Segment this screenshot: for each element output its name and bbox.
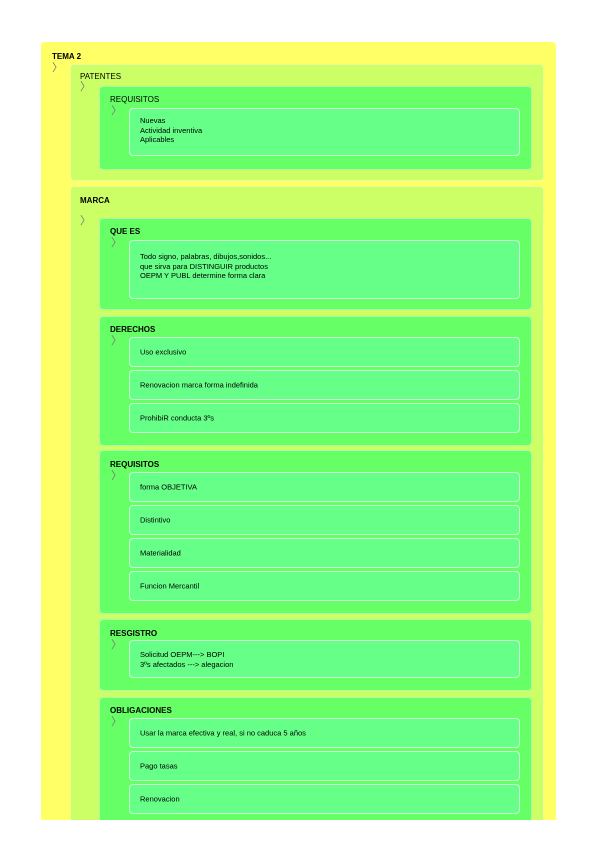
registro-content[interactable]: Solicitud OEPM---> BOPI 3ºs afectados --… <box>129 640 520 678</box>
marca-requisitos-title: REQUISITOS <box>110 460 160 469</box>
list-item: Todo signo, palabras, dibujos,sonidos... <box>140 252 272 261</box>
list-item-label: Distintivo <box>140 515 171 525</box>
derechos-item[interactable]: Uso exclusivo <box>129 337 520 367</box>
derechos-item[interactable]: ProhibiR conducta 3ºs <box>129 403 520 433</box>
chevron-right-icon[interactable]: 〉 <box>80 81 91 93</box>
tema-title: TEMA 2 <box>52 52 82 61</box>
list-item: Actividad inventiva <box>140 125 203 135</box>
derechos-item[interactable]: Renovacion marca forma indefinida <box>129 370 520 400</box>
list-item-label: Pago tasas <box>140 761 178 771</box>
list-item: 3ºs afectados ---> alegacion <box>140 659 234 669</box>
obligaciones-item[interactable]: Pago tasas <box>129 751 520 781</box>
derechos-title: DERECHOS <box>110 325 156 334</box>
list-item-label: Renovacion marca forma indefinida <box>140 380 258 390</box>
list-item: OEPM Y PUBL determine forma clara <box>140 271 266 280</box>
chevron-right-icon[interactable]: 〉 <box>111 237 122 249</box>
que-es-content[interactable]: Todo signo, palabras, dibujos,sonidos...… <box>129 240 520 299</box>
obligaciones-item[interactable]: Renovacion <box>129 784 520 814</box>
requisitos-item[interactable]: Funcion Mercantil <box>129 571 520 601</box>
obligaciones-item[interactable]: Usar la marca efectiva y real, si no cad… <box>129 718 520 748</box>
list-item: Aplicables <box>140 135 175 144</box>
list-item: que sirva para DISTINGUIR productos <box>140 261 268 271</box>
requisitos-item[interactable]: Distintivo <box>129 505 520 535</box>
list-item: Nuevas <box>140 116 166 125</box>
obligaciones-title: OBLIGACIONES <box>110 706 172 715</box>
list-item-label: Uso exclusivo <box>140 347 187 357</box>
list-item-label: Renovacion <box>140 794 180 804</box>
chevron-right-icon[interactable]: 〉 <box>111 639 122 651</box>
chevron-right-icon[interactable]: 〉 <box>52 62 63 74</box>
patentes-title: PATENTES <box>80 72 122 81</box>
chevron-right-icon[interactable]: 〉 <box>80 215 91 227</box>
list-item: Solicitud OEPM---> BOPI <box>140 650 225 659</box>
chevron-right-icon[interactable]: 〉 <box>111 105 122 117</box>
requisitos-item[interactable]: Materialidad <box>129 538 520 568</box>
chevron-right-icon[interactable]: 〉 <box>111 716 122 728</box>
chevron-right-icon[interactable]: 〉 <box>111 335 122 347</box>
patentes-requisitos-title: REQUISITOS <box>110 95 160 104</box>
list-item-label: Materialidad <box>140 548 181 558</box>
list-item-label: Funcion Mercantil <box>140 581 200 591</box>
list-item-label: forma OBJETIVA <box>140 482 197 492</box>
list-item-label: ProhibiR conducta 3ºs <box>140 413 215 423</box>
list-item-label: Usar la marca efectiva y real, si no cad… <box>140 728 306 738</box>
requisitos-item[interactable]: forma OBJETIVA <box>129 472 520 502</box>
que-es-title: QUE ES <box>110 227 141 236</box>
registro-title: RESGISTRO <box>110 629 158 638</box>
chevron-right-icon[interactable]: 〉 <box>111 470 122 482</box>
marca-title: MARCA <box>80 196 110 205</box>
page-bottom-margin <box>0 820 599 848</box>
patentes-requisitos-content[interactable]: Nuevas Actividad inventiva Aplicables <box>129 108 520 156</box>
